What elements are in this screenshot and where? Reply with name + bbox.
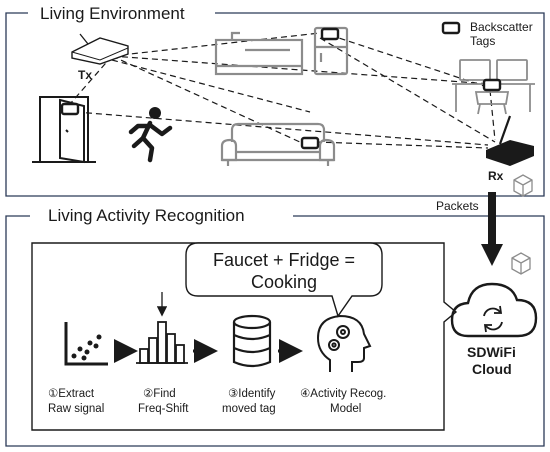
packets-label: Packets [436,199,479,213]
desk-workstation-icon [452,59,535,115]
rx-router-icon [486,115,534,166]
legend-label-line1: Backscatter [470,20,533,34]
door-tag-icon [60,102,80,116]
step2-line2: Freq-Shift [138,403,189,415]
tx-router-icon [71,33,129,65]
step2-line1: ②Find [143,388,176,400]
packets-arrow [481,192,503,266]
living-environment-title: Living Environment [40,4,185,23]
step1-line1: ①Extract [48,388,95,400]
database-icon [232,314,272,368]
bubble-line2: Cooking [251,272,317,292]
living-activity-frame [5,215,545,447]
cloud-label-line1: SDWiFi [467,344,516,360]
step4-line2: Model [330,403,361,415]
pipeline-box [31,242,458,431]
step4-line1: ④Activity Recog. [300,388,386,400]
living-environment-frame [5,12,545,197]
step3-line1: ③Identify [228,388,276,400]
step3-line2: moved tag [222,403,276,415]
package-icon-2 [511,252,531,275]
desk-tag-icon [482,78,502,92]
kitchen-sink-icon [214,31,304,76]
sofa-tag-icon [300,136,320,150]
legend-label-line2: Tags [470,34,495,48]
fridge-tag-icon [320,27,340,41]
package-icon [513,174,533,197]
result-speech-bubble [185,242,383,318]
raw-signal-scatter-icon [64,322,108,366]
backscatter-tag-legend-icon [441,21,461,35]
living-activity-title: Living Activity Recognition [48,206,245,225]
sofa-icon [220,122,336,166]
cloud-label-line2: Cloud [472,361,512,377]
tx-label: Tx [78,68,92,82]
frequency-histogram-icon [136,321,188,364]
ai-head-gears-icon [316,314,372,372]
rx-label: Rx [488,169,504,183]
sdwifi-cloud-icon [450,282,538,338]
running-person-icon [128,107,173,163]
bubble-line1: Faucet + Fridge = [213,250,355,270]
step1-line2: Raw signal [48,403,104,415]
